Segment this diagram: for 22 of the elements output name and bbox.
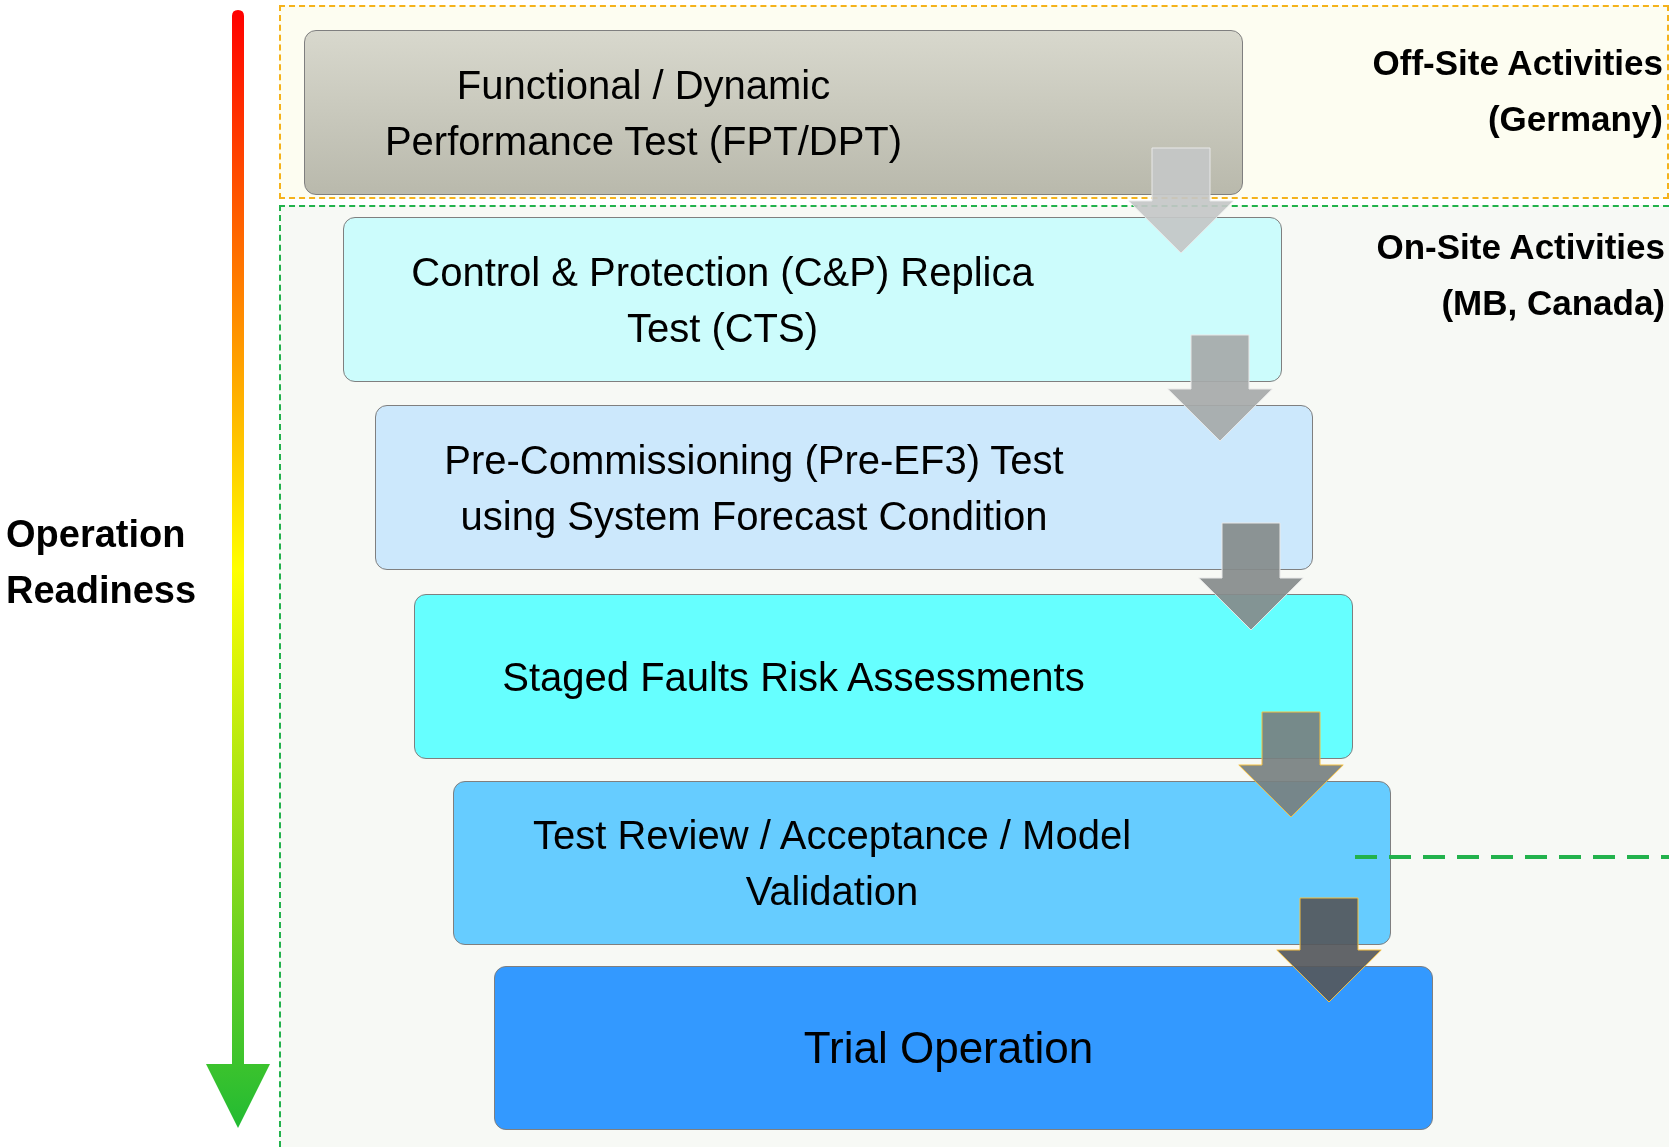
step-text: Control & Protection (C&P) Replica Test (CTS) bbox=[410, 248, 1035, 352]
process-box bbox=[343, 217, 1282, 382]
region-band bbox=[279, 5, 1669, 199]
region-title: Off-Site Activities (Germany) bbox=[1371, 42, 1663, 140]
block-arrow bbox=[1167, 334, 1273, 442]
process-box bbox=[453, 781, 1391, 945]
block-arrow bbox=[1128, 147, 1234, 254]
step-text: Functional / Dynamic Performance Test (FPT/DPT) bbox=[383, 61, 904, 165]
axis-label: Operation Readiness bbox=[6, 512, 198, 613]
step-text: Trial Operation bbox=[802, 1022, 1094, 1074]
block-arrow bbox=[1238, 711, 1344, 818]
region-title: On-Site Activities (MB, Canada) bbox=[1375, 226, 1665, 324]
block-arrow bbox=[1276, 897, 1382, 1003]
step-text: Pre-Commissioning (Pre-EF3) Test using System Forecast Condition bbox=[443, 436, 1065, 540]
step-text: Staged Faults Risk Assessments bbox=[502, 653, 1085, 701]
process-box bbox=[375, 405, 1313, 570]
block-arrow bbox=[1198, 522, 1304, 631]
region-band bbox=[279, 205, 1669, 1147]
step-text: Test Review / Acceptance / Model Validation bbox=[531, 812, 1133, 915]
process-box bbox=[304, 30, 1243, 195]
process-box bbox=[414, 594, 1353, 759]
process-box bbox=[494, 966, 1433, 1130]
